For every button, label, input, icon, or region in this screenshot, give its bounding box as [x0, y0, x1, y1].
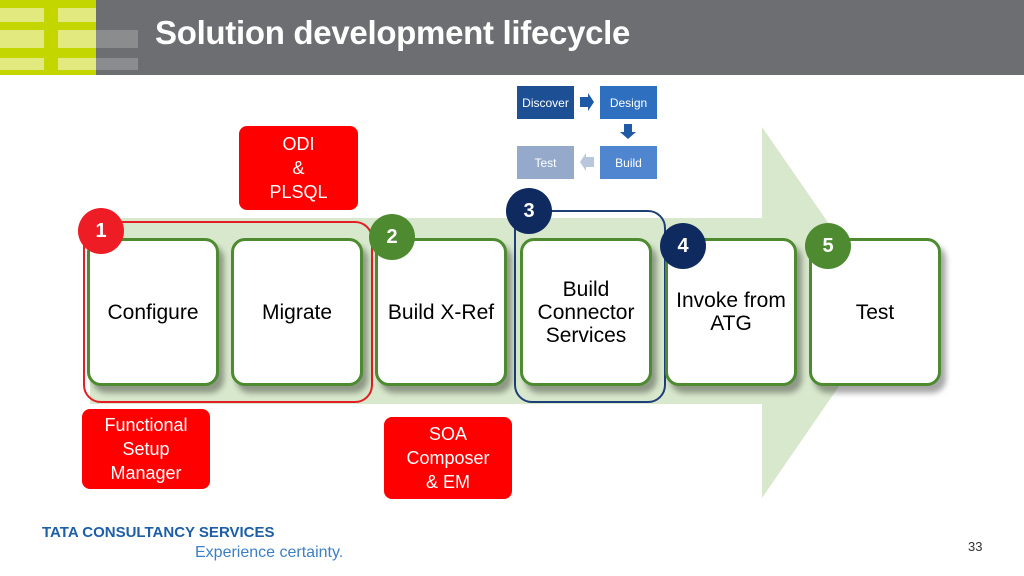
company-logo: TATA CONSULTANCY SERVICES	[42, 524, 275, 541]
tag-functional-setup-manager: Functional Setup Manager	[82, 409, 210, 489]
step-build-xref: Build X-Ref	[375, 238, 507, 386]
tag-odi-plsql: ODI & PLSQL	[239, 126, 358, 210]
slide-title: Solution development lifecycle	[155, 14, 631, 51]
badge-5: 5	[805, 223, 851, 269]
header-decoration	[0, 0, 138, 75]
title-bar: Solution development lifecycle	[0, 0, 1024, 75]
mini-test: Test	[517, 146, 574, 179]
mini-discover: Discover	[517, 86, 574, 119]
arrow-down-icon	[620, 124, 636, 139]
arrow-right-icon	[580, 93, 594, 111]
badge-3: 3	[506, 188, 552, 234]
arrow-left-icon	[580, 153, 594, 171]
step-migrate: Migrate	[231, 238, 363, 386]
badge-1: 1	[78, 208, 124, 254]
tag-soa-composer: SOA Composer & EM	[384, 417, 512, 499]
mini-build: Build	[600, 146, 657, 179]
company-tagline: Experience certainty.	[195, 544, 344, 561]
page-number: 33	[968, 539, 983, 554]
badge-2: 2	[369, 214, 415, 260]
badge-4: 4	[660, 223, 706, 269]
step-configure: Configure	[87, 238, 219, 386]
configure-migrate-group	[83, 221, 373, 403]
mini-design: Design	[600, 86, 657, 119]
step-build-connector: Build Connector Services	[520, 238, 652, 386]
